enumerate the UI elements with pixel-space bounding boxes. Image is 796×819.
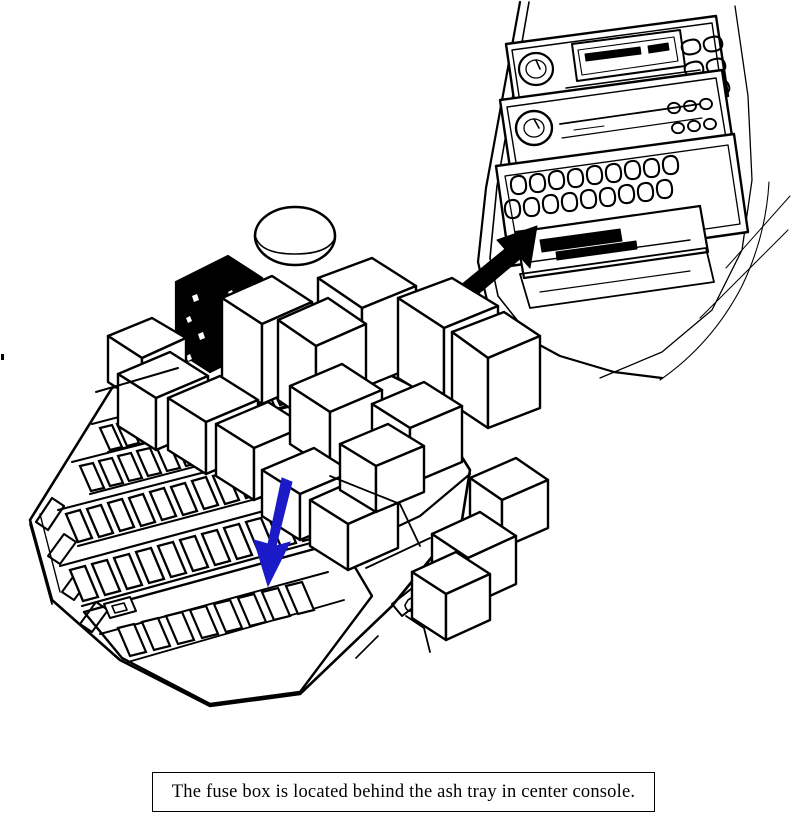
hvac-buttons-row-2 — [503, 178, 674, 220]
ash-tray-opening — [514, 204, 710, 280]
fuse-panel-seams — [95, 367, 431, 659]
center-console-figure — [460, 0, 791, 381]
relay-cube — [338, 422, 426, 514]
caption-box: The fuse box is located behind the ash t… — [152, 772, 655, 812]
hvac-control-panel — [494, 132, 750, 309]
radio-knob-upper — [517, 51, 555, 87]
relay-cube — [450, 310, 542, 430]
relay-cube-ledge — [410, 550, 492, 642]
fuse-highlight-arrow-icon — [253, 477, 293, 588]
caption-text: The fuse box is located behind the ash t… — [171, 781, 636, 802]
hvac-buttons-row-1 — [509, 154, 680, 196]
ink-artifact — [1, 354, 4, 360]
fuse-panel-figure — [28, 205, 550, 708]
relay-cylinder — [253, 205, 337, 267]
radio-knob-lower — [514, 109, 554, 147]
console-pointer-arrow-icon — [460, 225, 538, 296]
audio-head-unit-upper — [504, 14, 731, 130]
